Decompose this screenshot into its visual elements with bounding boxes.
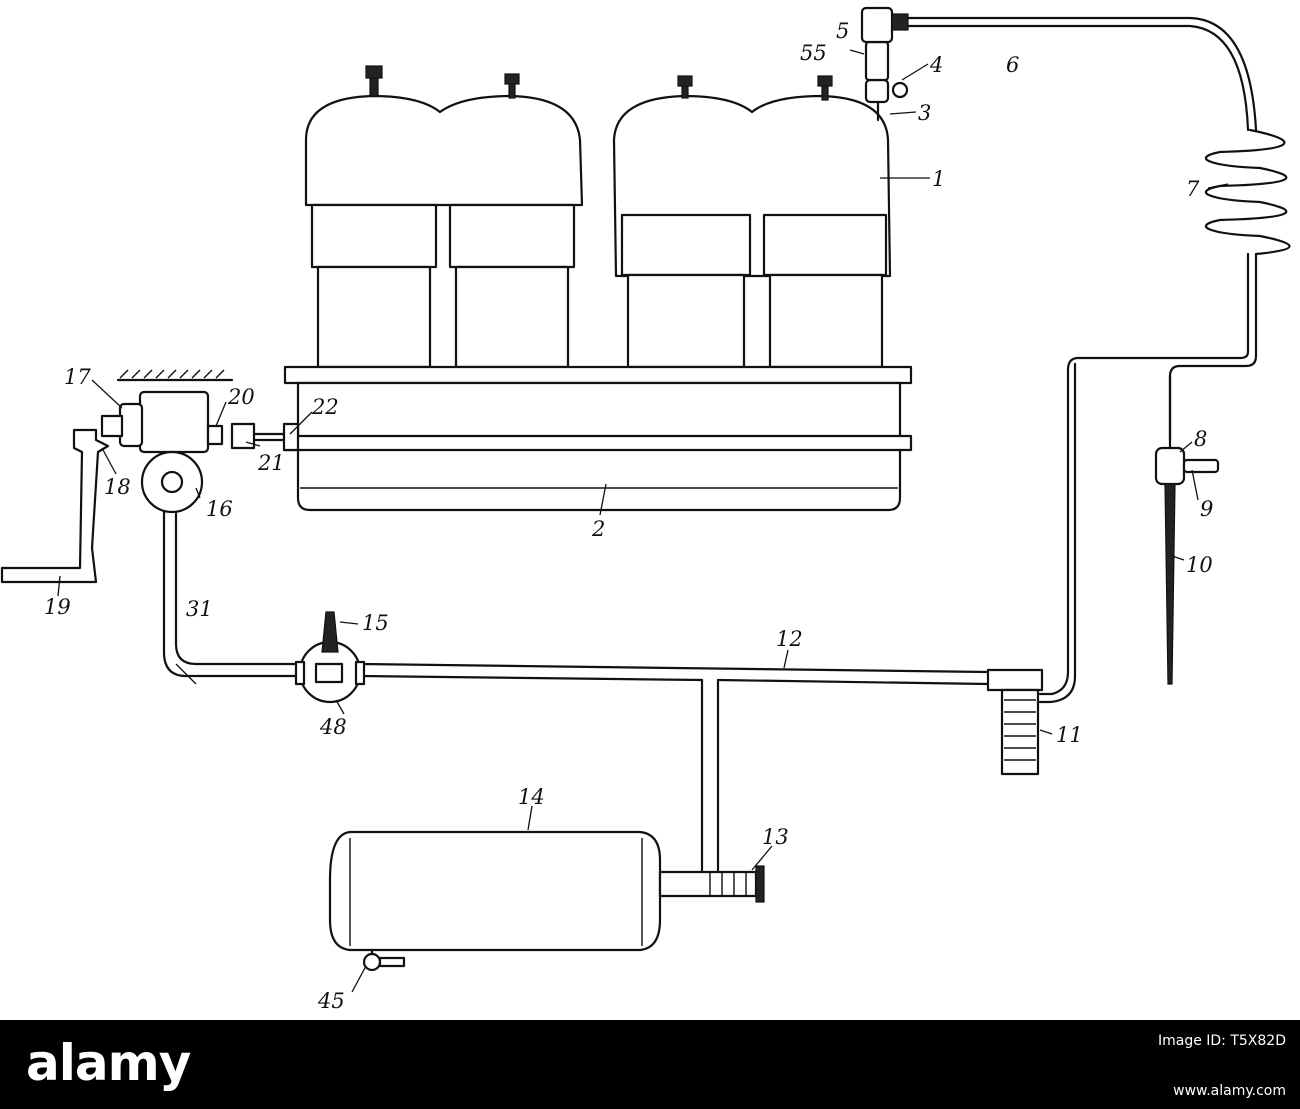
label-1: 1 — [932, 167, 945, 191]
label-55: 55 — [800, 41, 827, 65]
label-48: 48 — [319, 715, 347, 739]
label-12: 12 — [776, 627, 803, 651]
label-10: 10 — [1186, 553, 1213, 577]
label-16: 16 — [206, 497, 233, 521]
label-14: 14 — [518, 785, 545, 809]
label-22: 22 — [311, 395, 339, 419]
valve-15 — [294, 611, 366, 704]
gas-tube-and-coil — [906, 16, 1291, 704]
patent-diagram: 1 2 3 4 5 55 6 7 8 9 10 11 12 13 14 15 1… — [0, 6, 1291, 1013]
label-4: 4 — [929, 53, 943, 77]
label-3: 3 — [918, 101, 931, 125]
reservoir-tank-14 — [328, 830, 765, 972]
image-id: Image ID: T5X82D — [1157, 1033, 1286, 1049]
battery-cells — [304, 65, 892, 369]
label-9: 9 — [1200, 497, 1213, 521]
label-15: 15 — [362, 611, 389, 635]
label-20: 20 — [227, 385, 255, 409]
label-6: 6 — [1006, 53, 1019, 77]
label-11: 11 — [1056, 723, 1083, 747]
stock-footer-bar: alamy Image ID: T5X82D www.alamy.com — [0, 1020, 1300, 1109]
label-19: 19 — [44, 595, 71, 619]
pump-and-crank — [0, 369, 286, 584]
leader-lines — [57, 49, 1229, 993]
label-13: 13 — [762, 825, 789, 849]
label-21: 21 — [257, 451, 285, 475]
label-8: 8 — [1194, 427, 1207, 451]
top-valve — [860, 6, 909, 122]
label-7: 7 — [1186, 177, 1200, 201]
pipe-31 — [162, 480, 302, 678]
label-17: 17 — [64, 365, 91, 389]
label-2: 2 — [591, 517, 605, 541]
main-pipe-12 — [358, 662, 990, 872]
reference-numerals: 1 2 3 4 5 55 6 7 8 9 10 11 12 13 14 15 1… — [44, 19, 1213, 1013]
label-5: 5 — [836, 19, 849, 43]
label-18: 18 — [104, 475, 131, 499]
base-tank — [282, 365, 913, 512]
label-31: 31 — [186, 597, 213, 621]
stock-url: www.alamy.com — [1173, 1083, 1286, 1099]
pipe-fitting-11 — [986, 668, 1044, 776]
alamy-logo: alamy — [26, 1034, 191, 1092]
label-45: 45 — [317, 989, 345, 1013]
